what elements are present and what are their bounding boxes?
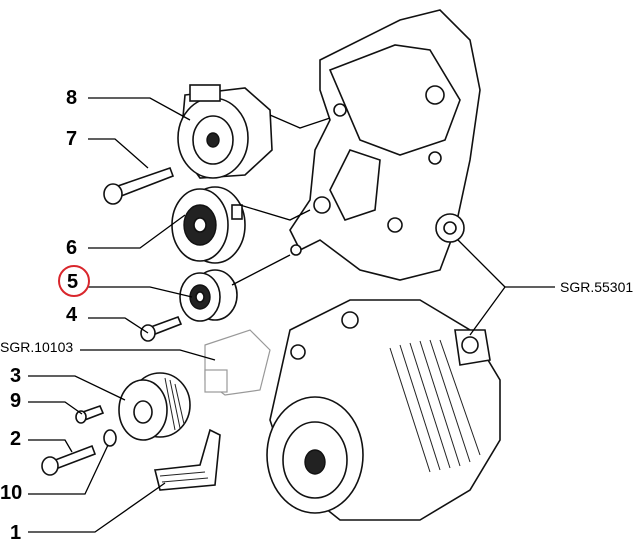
label-9: 9	[10, 390, 21, 412]
label-3: 3	[10, 365, 21, 387]
leader-10	[28, 444, 109, 495]
label-5: 5	[67, 271, 78, 293]
mounting-bracket	[289, 9, 481, 281]
leader-3	[28, 375, 126, 401]
label-6: 6	[66, 237, 77, 259]
leader-2	[28, 439, 73, 453]
label-ref-left: SGR.10103	[0, 339, 73, 355]
connector-line	[239, 204, 311, 221]
part-8-tensioner	[177, 84, 273, 179]
label-ref-right: SGR.55301	[560, 279, 633, 295]
connector-line	[231, 254, 291, 286]
leader-ref-right-branch	[457, 239, 506, 288]
label-1: 1	[10, 522, 21, 541]
part-6-pulley	[171, 186, 246, 264]
leader-ref-left	[80, 349, 216, 361]
label-2: 2	[10, 428, 21, 450]
label-10: 10	[0, 482, 22, 504]
leader-7	[88, 138, 149, 169]
label-4: 4	[66, 304, 78, 326]
leader-1	[28, 482, 166, 533]
leader-4	[88, 317, 149, 334]
leader-9	[28, 401, 83, 415]
part-3-pulley	[118, 372, 191, 441]
label-8: 8	[66, 87, 77, 109]
shaft-assembly	[204, 329, 271, 396]
part-1-belt	[154, 428, 221, 491]
part-7-bolt	[103, 166, 175, 205]
leader-5	[88, 286, 193, 298]
alternator	[266, 299, 501, 521]
label-7: 7	[66, 128, 77, 150]
connector-line	[269, 114, 331, 129]
part-10-washer	[103, 429, 117, 447]
part-4-bolt	[140, 315, 183, 342]
highlight-circle	[58, 265, 90, 297]
part-2-bolt	[41, 444, 97, 476]
leader-8	[88, 97, 191, 121]
leader-ref-right	[469, 286, 555, 336]
part-9-bolt	[75, 404, 105, 424]
leader-6	[88, 214, 186, 249]
part-5-idler	[179, 269, 238, 322]
